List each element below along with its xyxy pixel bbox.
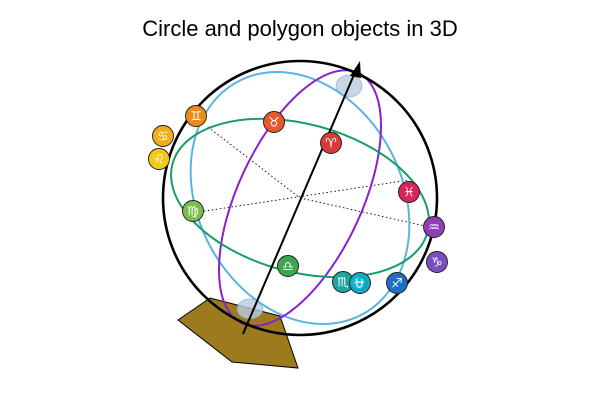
marker-pisces-icon: ♓ [398,181,420,203]
marker-aquarius-icon: ♒ [423,216,445,238]
marker-disk [152,125,174,147]
marker-disk [182,200,204,222]
dotted-axis-line [191,179,410,214]
marker-ophiuchus-icon: ⛎ [349,272,371,294]
marker-symbol: ♉ [268,116,280,131]
marker-capricorn-icon: ♑ [426,251,448,273]
marker-disk [148,148,170,170]
marker-virgo-icon: ♍ [182,200,204,222]
marker-aries-icon: ♈ [320,132,342,154]
marker-symbol: ♏ [337,276,349,291]
dotted-axis-line [299,197,435,229]
marker-disk [423,216,445,238]
marker-symbol: ♒ [428,221,440,236]
blue-meridian-ring [189,70,411,326]
marker-symbol: ♊ [190,110,202,125]
marker-disk [426,251,448,273]
marker-libra-icon: ♎ [277,255,299,277]
marker-symbol: ♓ [403,186,415,201]
marker-disk [320,132,342,154]
marker-disk [263,111,285,133]
marker-symbol: ♑ [431,256,443,271]
marker-symbol: ♐ [391,277,403,292]
marker-symbol: ♈ [325,137,337,152]
marker-symbol: ♋ [157,130,169,145]
marker-symbol: ♌ [153,153,165,168]
marker-leo-icon: ♌ [148,148,170,170]
figure-title: Circle and polygon objects in 3D [142,16,458,41]
dotted-axis-line [207,126,301,199]
marker-symbol: ⛎ [352,276,368,292]
base-polygon [177,297,299,369]
zodiac-markers: ♈ ♉ ♊ ♋ ♌ ♍ ♎ ♏ ♐ ♑ ♒ ♓ ⛎ [148,105,448,294]
axis-arrowhead-icon [350,61,361,78]
marker-disk [277,255,299,277]
marker-taurus-icon: ♉ [263,111,285,133]
marker-disk [386,272,408,294]
marker-symbol: ♎ [282,260,294,275]
marker-cancer-icon: ♋ [152,125,174,147]
marker-symbol: ♍ [187,205,199,220]
sphere-outline [161,59,439,337]
marker-sagittarius-icon: ♐ [386,272,408,294]
marker-disk [185,105,207,127]
rotation-axis [242,69,357,335]
marker-disk [398,181,420,203]
marker-gemini-icon: ♊ [185,105,207,127]
marker-disk [349,272,371,294]
